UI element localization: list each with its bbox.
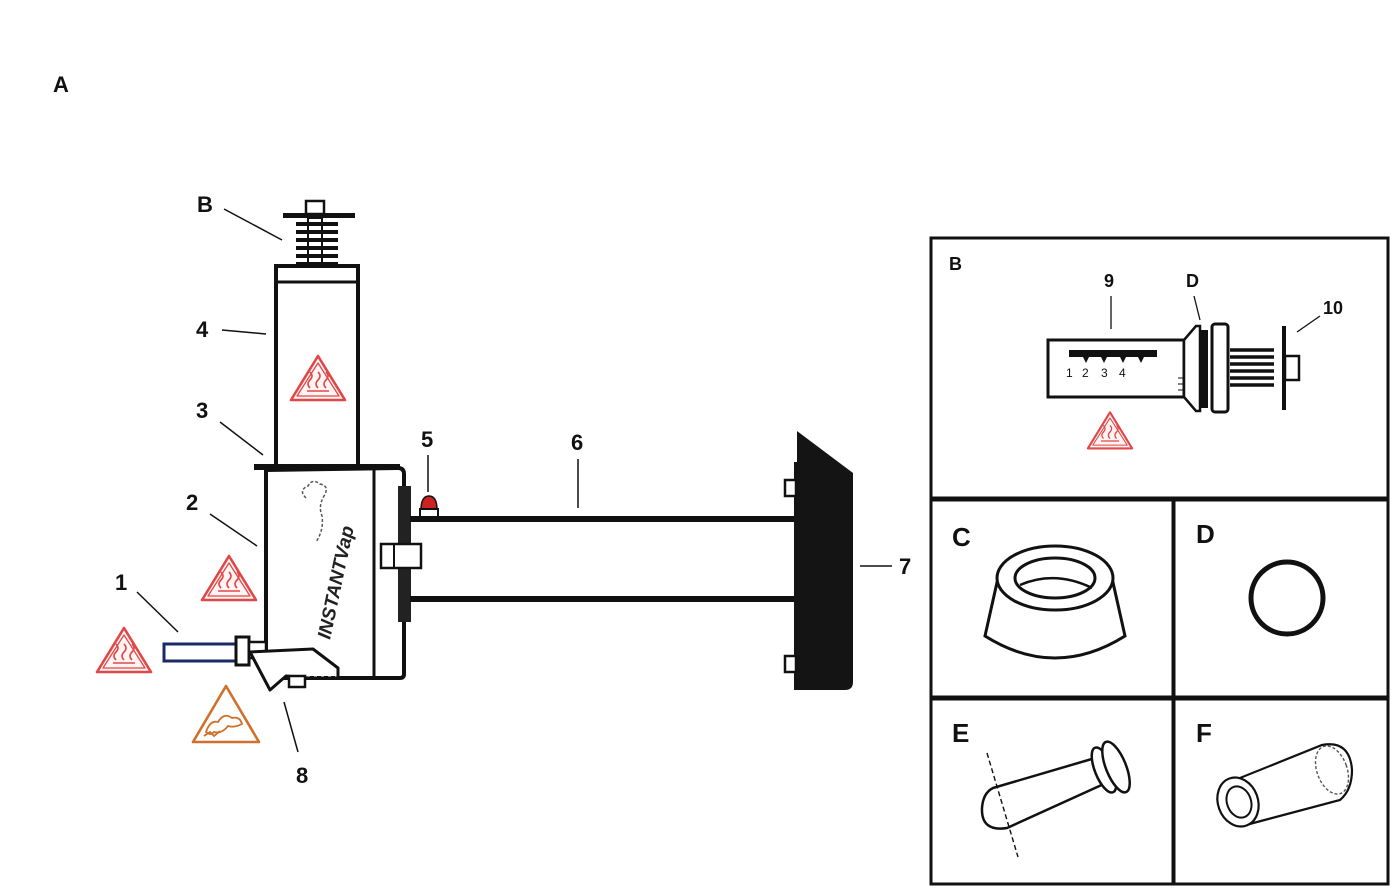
callout-3: 3 [196, 398, 208, 423]
callout-6: 6 [571, 430, 583, 455]
scale-mark-2: 2 [1082, 366, 1089, 380]
panel-b: B 9 D 10 1 2 3 4 [929, 236, 1390, 500]
hot-surface-warning-icon [200, 554, 258, 602]
callout-9: 9 [1104, 271, 1114, 291]
cartridge-scale-bar [1069, 350, 1157, 357]
panel-d: D [1172, 498, 1390, 699]
callout-d: D [1186, 271, 1199, 291]
callout-b: B [197, 192, 213, 217]
panel-e-label: E [952, 718, 969, 748]
callout-7: 7 [899, 554, 911, 579]
callout-10: 10 [1323, 298, 1343, 318]
panel-d-label: D [1196, 519, 1215, 549]
panel-c: C [929, 498, 1175, 699]
callout-4: 4 [196, 317, 209, 342]
panel-c-label: C [952, 522, 971, 552]
hot-surface-warning-icon [95, 626, 153, 674]
panel-b-label: B [949, 254, 962, 274]
lower-body [264, 465, 406, 680]
callout-5: 5 [421, 427, 433, 452]
scale-mark-4: 4 [1119, 366, 1126, 380]
arm-top-rail [410, 516, 794, 522]
callout-8: 8 [296, 763, 308, 788]
sleeve-tube-icon [1216, 743, 1354, 828]
hand-crush-warning-icon [191, 684, 261, 744]
clamp-spring-assembly [283, 199, 355, 266]
figure-label-a: A [53, 72, 69, 97]
detail-panels: B 9 D 10 1 2 3 4 [929, 236, 1390, 886]
panel-f-label: F [1196, 718, 1212, 748]
scale-mark-1: 1 [1066, 366, 1073, 380]
o-ring-icon [1248, 559, 1326, 637]
wall-mount-plate [794, 431, 853, 690]
indicator-light [419, 495, 439, 518]
steam-lever [248, 647, 340, 692]
panel-e: E [929, 697, 1175, 886]
nozzle-tip-icon [980, 740, 1131, 858]
arm-bottom-rail [410, 596, 794, 602]
panel-f: F [1172, 697, 1390, 886]
separator-plate [254, 464, 400, 470]
callouts: B 4 3 2 1 5 6 7 8 [115, 192, 911, 788]
callout-2: 2 [186, 490, 198, 515]
callout-1: 1 [115, 570, 127, 595]
machine-drawing: INSTANTVap [95, 199, 853, 744]
scale-mark-3: 3 [1101, 366, 1108, 380]
